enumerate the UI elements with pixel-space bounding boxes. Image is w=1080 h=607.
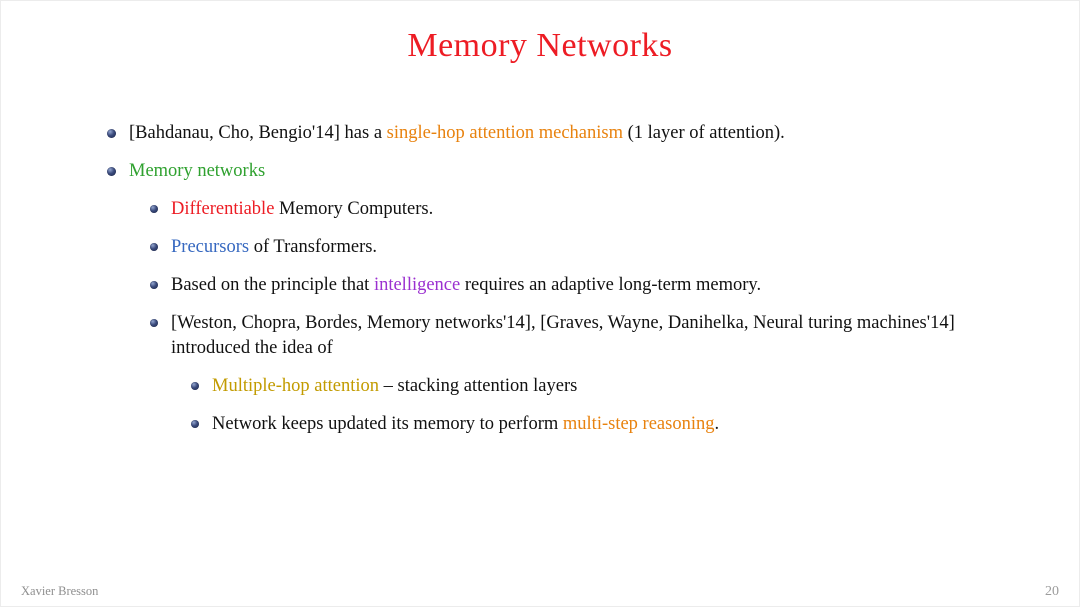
text-segment: Memory Computers.	[274, 199, 434, 219]
footer-author: Xavier Bresson	[21, 584, 99, 598]
text-segment: Based on the principle that	[171, 275, 374, 295]
text-segment: – stacking attention layers	[379, 376, 578, 396]
text-segment: Multiple-hop attention	[212, 376, 379, 396]
bullet-text: Multiple-hop attention – stacking attent…	[212, 374, 577, 399]
text-segment: of Transformers.	[249, 237, 378, 257]
text-segment: .	[714, 414, 720, 434]
text-segment: (1 layer of attention).	[623, 123, 785, 143]
slide-title: Memory Networks	[407, 27, 673, 64]
bullet-item: [Weston, Chopra, Bordes, Memory networks…	[150, 311, 991, 361]
bullet-item: Network keeps updated its memory to perf…	[191, 412, 991, 437]
text-segment: single-hop attention mechanism	[386, 123, 623, 143]
bullet-item: Memory networks	[107, 159, 991, 184]
bullet-text: [Bahdanau, Cho, Bengio'14] has a single-…	[129, 121, 785, 146]
bullet-icon	[107, 167, 116, 176]
bullet-item: Differentiable Memory Computers.	[150, 197, 991, 222]
slide-footer: Xavier Bresson 20	[21, 584, 1059, 600]
footer-page-number: 20	[1045, 584, 1059, 599]
bullet-icon	[191, 420, 199, 428]
text-segment: requires an adaptive long-term memory.	[460, 275, 762, 295]
text-segment: Differentiable	[171, 199, 275, 219]
bullet-text: Precursors of Transformers.	[171, 235, 377, 260]
bullet-icon	[150, 319, 158, 327]
bullet-icon	[191, 382, 199, 390]
bullet-text: Based on the principle that intelligence…	[171, 273, 761, 298]
bullet-item: Precursors of Transformers.	[150, 235, 991, 260]
text-segment: intelligence	[373, 275, 461, 295]
text-segment: [Weston, Chopra, Bordes, Memory networks…	[171, 313, 955, 358]
bullet-item: Multiple-hop attention – stacking attent…	[191, 374, 991, 399]
text-segment: Memory networks	[129, 161, 266, 181]
bullet-text: Memory networks	[129, 159, 265, 184]
text-segment: multi-step reasoning	[562, 414, 715, 434]
bullet-list: [Bahdanau, Cho, Bengio'14] has a single-…	[107, 121, 991, 450]
bullet-item: [Bahdanau, Cho, Bengio'14] has a single-…	[107, 121, 991, 146]
bullet-text: Differentiable Memory Computers.	[171, 197, 433, 222]
text-segment: [Bahdanau, Cho, Bengio'14] has a	[129, 123, 387, 143]
text-segment: Precursors	[171, 237, 250, 257]
bullet-text: [Weston, Chopra, Bordes, Memory networks…	[171, 311, 991, 361]
bullet-icon	[150, 281, 158, 289]
bullet-icon	[150, 205, 158, 213]
bullet-icon	[150, 243, 158, 251]
bullet-text: Network keeps updated its memory to perf…	[212, 412, 719, 437]
bullet-item: Based on the principle that intelligence…	[150, 273, 991, 298]
bullet-icon	[107, 129, 116, 138]
text-segment: Network keeps updated its memory to perf…	[212, 414, 563, 434]
